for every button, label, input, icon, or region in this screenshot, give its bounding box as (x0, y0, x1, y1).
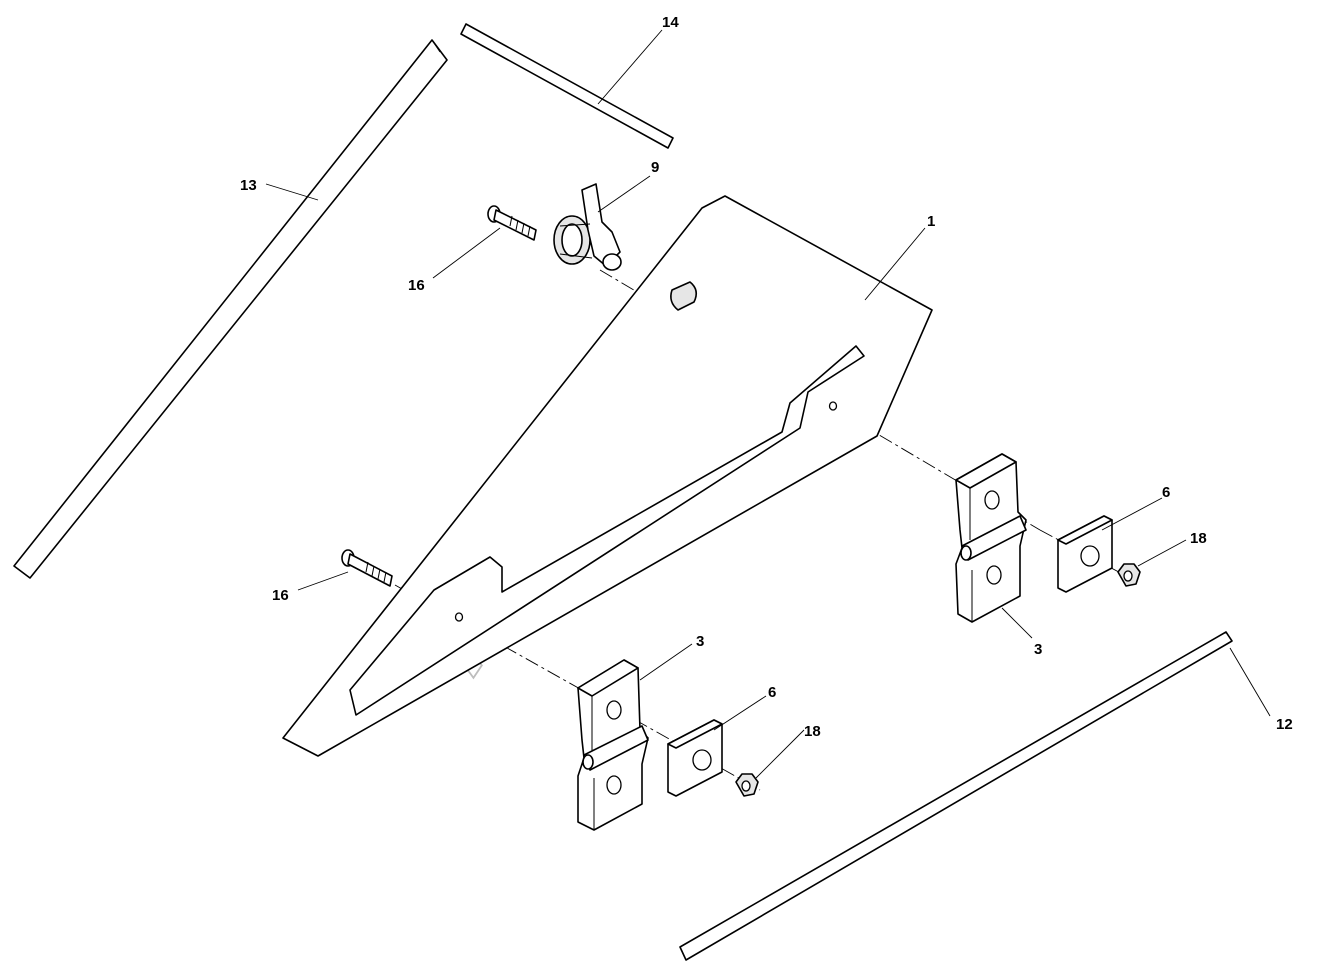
callout-14: 14 (662, 14, 679, 31)
plate-part-6-left (667, 719, 723, 797)
panel-hole-upper (828, 401, 838, 411)
callout-6-left: 6 (768, 684, 776, 701)
callout-9: 9 (651, 159, 659, 176)
callout-3-left: 3 (696, 633, 704, 650)
callout-labels: 14 9 13 1 16 6 18 16 3 3 6 18 12 (240, 14, 1293, 740)
callout-12: 12 (1276, 716, 1293, 733)
callout-6-right: 6 (1162, 484, 1170, 501)
nut-part-18-right (1117, 563, 1141, 587)
screw-part-16-upper (487, 205, 537, 241)
screw-part-16-lower (341, 549, 393, 587)
panel-hole-lower (454, 612, 464, 622)
leader-lines (265, 29, 1271, 779)
hinge-part-3-left (577, 659, 649, 831)
callout-3-right: 3 (1034, 641, 1042, 658)
hinge-part-3-right (955, 453, 1027, 623)
callout-18-right: 18 (1190, 530, 1207, 547)
nut-part-18-left (735, 773, 759, 797)
latch-part-9 (553, 183, 622, 271)
callout-1: 1 (927, 213, 935, 230)
callout-16-upper: 16 (408, 277, 425, 294)
plate-part-6-right (1057, 515, 1113, 593)
callout-16-lower: 16 (272, 587, 289, 604)
strip-part-13 (13, 39, 448, 579)
callout-13: 13 (240, 177, 257, 194)
panel-plug (670, 281, 698, 311)
callout-18-left: 18 (804, 723, 821, 740)
strip-part-14 (460, 23, 674, 149)
main-panel-part-1 (282, 195, 933, 757)
strip-part-12 (679, 631, 1233, 961)
